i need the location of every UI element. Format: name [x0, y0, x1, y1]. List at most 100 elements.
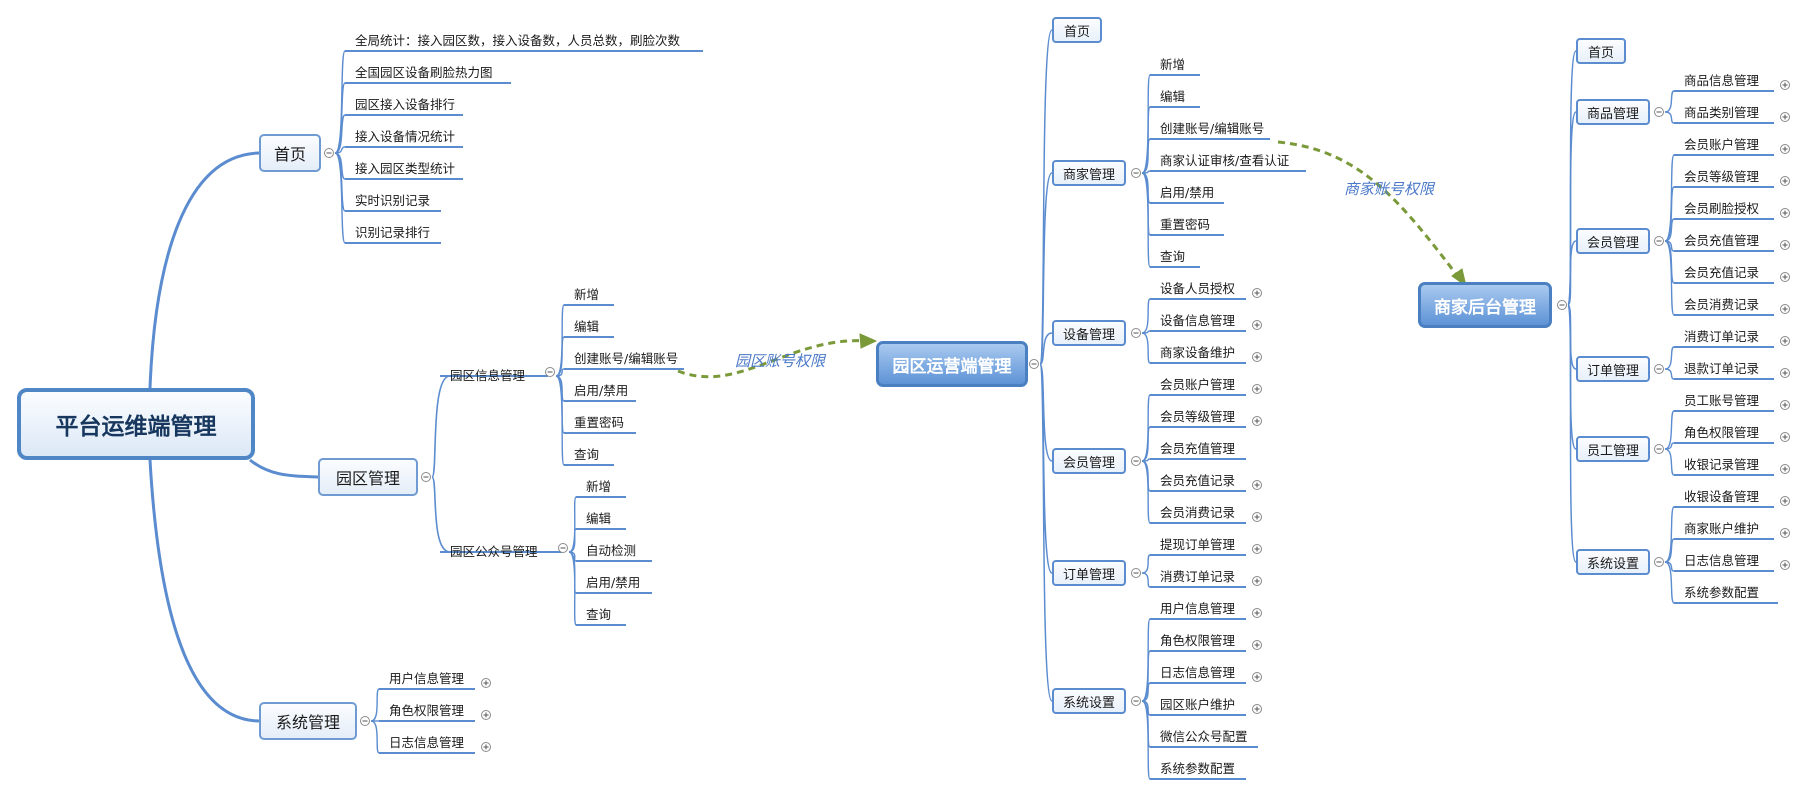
leaf-item[interactable]: 日志信息管理	[1160, 665, 1236, 680]
park-ops-device-node[interactable]: 设备管理	[1052, 320, 1126, 346]
leaf-item[interactable]: 日志信息管理	[1684, 553, 1760, 568]
platform-home-node[interactable]: 首页	[259, 134, 321, 172]
leaf-item[interactable]: 商家账户维护	[1684, 521, 1760, 536]
leaf-item[interactable]: 会员等级管理	[1160, 409, 1236, 424]
leaf-item[interactable]: 识别记录排行	[355, 225, 431, 240]
expand-icon[interactable]	[1252, 704, 1262, 714]
collapse-icon[interactable]	[360, 716, 370, 726]
leaf-item[interactable]: 全国园区设备刷脸热力图	[355, 65, 493, 80]
leaf-item[interactable]: 收银记录管理	[1684, 457, 1760, 472]
merchant-system-node[interactable]: 系统设置	[1576, 549, 1650, 575]
expand-icon[interactable]	[1252, 512, 1262, 522]
leaf-item[interactable]: 创建账号/编辑账号	[574, 351, 679, 366]
expand-icon[interactable]	[1252, 640, 1262, 650]
park-ops-member-node[interactable]: 会员管理	[1052, 448, 1126, 474]
leaf-item[interactable]: 用户信息管理	[389, 671, 465, 686]
expand-icon[interactable]	[1252, 544, 1262, 554]
leaf-item[interactable]: 查询	[1160, 249, 1186, 264]
leaf-item[interactable]: 微信公众号配置	[1160, 729, 1248, 744]
expand-icon[interactable]	[1780, 464, 1790, 474]
expand-icon[interactable]	[1252, 320, 1262, 330]
platform-system-node[interactable]: 系统管理	[259, 702, 357, 740]
expand-icon[interactable]	[1252, 352, 1262, 362]
leaf-item[interactable]: 重置密码	[1160, 217, 1211, 232]
leaf-item[interactable]: 创建账号/编辑账号	[1160, 121, 1265, 136]
expand-icon[interactable]	[1780, 560, 1790, 570]
expand-icon[interactable]	[481, 742, 491, 752]
expand-icon[interactable]	[1252, 416, 1262, 426]
leaf-item[interactable]: 设备人员授权	[1160, 281, 1236, 296]
collapse-icon[interactable]	[545, 367, 555, 377]
expand-icon[interactable]	[1252, 672, 1262, 682]
collapse-icon[interactable]	[1654, 557, 1664, 567]
leaf-item[interactable]: 商品信息管理	[1684, 73, 1760, 88]
leaf-item[interactable]: 商品类别管理	[1684, 105, 1760, 120]
leaf-item[interactable]: 重置密码	[574, 415, 625, 430]
leaf-item[interactable]: 会员充值管理	[1160, 441, 1236, 456]
leaf-item[interactable]: 全局统计：接入园区数，接入设备数，人员总数，刷脸次数	[355, 33, 681, 48]
expand-icon[interactable]	[481, 678, 491, 688]
merchant-staff-node[interactable]: 员工管理	[1576, 436, 1650, 462]
collapse-icon[interactable]	[1029, 359, 1039, 369]
leaf-item[interactable]: 系统参数配置	[1160, 761, 1236, 776]
expand-icon[interactable]	[1780, 80, 1790, 90]
merchant-home-node[interactable]: 首页	[1576, 38, 1626, 64]
leaf-item[interactable]: 自动检测	[586, 543, 637, 558]
merchant-member-node[interactable]: 会员管理	[1576, 228, 1650, 254]
leaf-item[interactable]: 商家认证审核/查看认证	[1160, 153, 1290, 168]
collapse-icon[interactable]	[558, 543, 568, 553]
leaf-item[interactable]: 角色权限管理	[1160, 633, 1236, 648]
leaf-item[interactable]: 提现订单管理	[1160, 537, 1236, 552]
expand-icon[interactable]	[1252, 608, 1262, 618]
leaf-item[interactable]: 查询	[586, 607, 612, 622]
leaf-item[interactable]: 编辑	[1160, 89, 1186, 104]
expand-icon[interactable]	[1780, 304, 1790, 314]
collapse-icon[interactable]	[1131, 456, 1141, 466]
leaf-item[interactable]: 新增	[586, 479, 612, 494]
leaf-item[interactable]: 接入设备情况统计	[355, 129, 456, 144]
leaf-item[interactable]: 接入园区类型统计	[355, 161, 456, 176]
leaf-item[interactable]: 会员消费记录	[1160, 505, 1236, 520]
expand-icon[interactable]	[1780, 144, 1790, 154]
leaf-item[interactable]: 园区账户维护	[1160, 697, 1236, 712]
expand-icon[interactable]	[1780, 432, 1790, 442]
collapse-icon[interactable]	[1131, 696, 1141, 706]
park-info-node[interactable]: 园区信息管理	[450, 368, 526, 383]
merchant-goods-node[interactable]: 商品管理	[1576, 99, 1650, 125]
leaf-item[interactable]: 消费订单记录	[1684, 329, 1760, 344]
collapse-icon[interactable]	[1654, 444, 1664, 454]
expand-icon[interactable]	[1252, 288, 1262, 298]
expand-icon[interactable]	[1780, 176, 1790, 186]
expand-icon[interactable]	[481, 710, 491, 720]
expand-icon[interactable]	[1780, 240, 1790, 250]
leaf-item[interactable]: 会员充值管理	[1684, 233, 1760, 248]
collapse-icon[interactable]	[1557, 300, 1567, 310]
leaf-item[interactable]: 新增	[574, 287, 600, 302]
expand-icon[interactable]	[1252, 384, 1262, 394]
merchant-order-node[interactable]: 订单管理	[1576, 356, 1650, 382]
leaf-item[interactable]: 编辑	[574, 319, 600, 334]
platform-park-node[interactable]: 园区管理	[318, 458, 418, 496]
expand-icon[interactable]	[1780, 112, 1790, 122]
leaf-item[interactable]: 查询	[574, 447, 600, 462]
expand-icon[interactable]	[1780, 208, 1790, 218]
leaf-item[interactable]: 角色权限管理	[389, 703, 465, 718]
leaf-item[interactable]: 日志信息管理	[389, 735, 465, 750]
park-ops-root-node[interactable]: 园区运营端管理	[876, 341, 1028, 387]
leaf-item[interactable]: 启用/禁用	[1160, 185, 1215, 200]
leaf-item[interactable]: 商家设备维护	[1160, 345, 1236, 360]
leaf-item[interactable]: 用户信息管理	[1160, 601, 1236, 616]
leaf-item[interactable]: 会员账户管理	[1160, 377, 1236, 392]
leaf-item[interactable]: 角色权限管理	[1684, 425, 1760, 440]
collapse-icon[interactable]	[1654, 236, 1664, 246]
collapse-icon[interactable]	[1131, 568, 1141, 578]
collapse-icon[interactable]	[1131, 328, 1141, 338]
expand-icon[interactable]	[1780, 272, 1790, 282]
leaf-item[interactable]: 退款订单记录	[1684, 361, 1760, 376]
leaf-item[interactable]: 新增	[1160, 57, 1186, 72]
park-ops-home-node[interactable]: 首页	[1052, 17, 1102, 43]
merchant-backend-root-node[interactable]: 商家后台管理	[1418, 282, 1552, 328]
leaf-item[interactable]: 员工账号管理	[1684, 393, 1760, 408]
park-ops-order-node[interactable]: 订单管理	[1052, 560, 1126, 586]
collapse-icon[interactable]	[1654, 107, 1664, 117]
